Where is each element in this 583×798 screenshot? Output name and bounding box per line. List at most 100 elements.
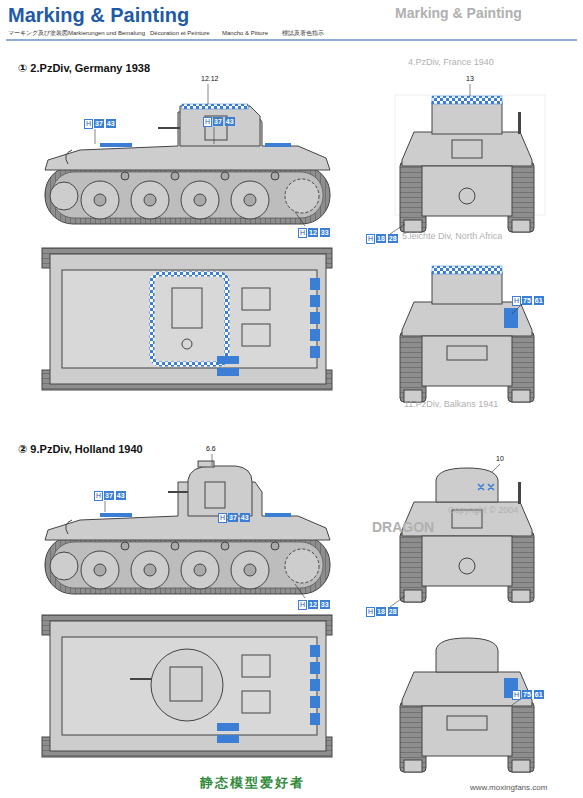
hub <box>144 194 156 206</box>
hull-top <box>62 637 317 735</box>
blue-tool <box>310 696 320 708</box>
road-wheel <box>231 181 269 219</box>
wheel <box>512 390 530 402</box>
engine-hatch <box>242 655 270 677</box>
blue-tool <box>504 308 518 328</box>
paint-number: 61 <box>534 690 544 699</box>
paint-code: H <box>298 600 307 610</box>
paint-code: H <box>366 607 375 617</box>
rhomboid-mark <box>478 484 494 490</box>
bleed-text: Marking & Painting <box>395 6 522 21</box>
paint-code: H <box>203 117 212 127</box>
paint-number: 37 <box>228 513 238 522</box>
paint-number: 37 <box>104 491 114 500</box>
hull <box>422 706 512 756</box>
front-view <box>400 266 534 402</box>
callout-number: 13 <box>465 75 475 83</box>
top-view <box>42 615 332 757</box>
paint-number: 37 <box>213 117 223 126</box>
cupola <box>198 461 214 467</box>
hub <box>244 564 256 576</box>
subtitle: Mancho & Pitture <box>222 30 268 37</box>
mg <box>168 491 188 493</box>
spring <box>66 520 72 534</box>
wheel <box>404 590 422 602</box>
bleed-text: 11.PzDiv, Balkans 1941 <box>404 400 498 410</box>
rear-view <box>400 96 534 232</box>
blue-tool <box>265 513 291 517</box>
return-roller <box>171 172 179 180</box>
leader-line <box>295 584 305 598</box>
paint-code: H <box>94 491 103 501</box>
mg <box>158 127 180 129</box>
leader-line <box>214 127 215 144</box>
blue-tool <box>310 713 320 725</box>
leader-line <box>492 464 500 472</box>
fender <box>402 672 532 706</box>
callout-number: 12.12 <box>200 75 220 83</box>
front-view <box>400 638 534 772</box>
blue-tool <box>217 356 239 364</box>
return-roller <box>121 172 129 180</box>
watermark: 静态模型爱好者 <box>200 776 305 790</box>
paint-number: 33 <box>320 228 330 237</box>
road-wheel <box>181 551 219 589</box>
blue-tool <box>310 346 320 358</box>
hatch <box>205 482 225 508</box>
road-wheel <box>81 181 119 219</box>
top-view <box>42 248 332 390</box>
paint-number: 33 <box>320 600 330 609</box>
turret <box>188 466 252 516</box>
callout-number: 10 <box>495 455 505 463</box>
paint-number: 18 <box>376 607 386 616</box>
paint-number: 75 <box>522 296 532 305</box>
paint-number: 28 <box>388 234 398 243</box>
paint-number: 18 <box>376 234 386 243</box>
subtitle: Markierungen und Bemalung <box>68 30 145 37</box>
exhaust <box>459 558 475 574</box>
plate <box>447 716 487 730</box>
checker-band <box>152 274 227 364</box>
paint-number: 61 <box>534 296 544 305</box>
blue-tool <box>100 513 132 517</box>
road-wheel <box>131 551 169 589</box>
hub <box>94 194 106 206</box>
paint-code: H <box>366 234 375 244</box>
turret <box>436 638 498 672</box>
checker-band <box>432 266 502 274</box>
paint-code: H <box>512 690 521 700</box>
blue-tool <box>217 723 239 731</box>
blue-tool <box>217 735 239 743</box>
blue-tool <box>217 368 239 376</box>
leader-line <box>95 129 96 144</box>
wheel <box>512 590 530 602</box>
paint-number: 75 <box>522 690 532 699</box>
engine-hatch <box>242 691 270 713</box>
return-roller <box>171 542 179 550</box>
paint-number: 37 <box>94 119 104 128</box>
hub <box>194 564 206 576</box>
paint-code: H <box>84 119 93 129</box>
leader-line <box>105 501 106 512</box>
blue-tool <box>265 143 291 147</box>
blue-tool <box>310 278 320 290</box>
wheel <box>512 760 530 772</box>
checker-band <box>432 96 502 104</box>
return-roller <box>271 542 279 550</box>
subtitle: Décoration et Peinture <box>150 30 210 37</box>
paint-number: 28 <box>388 607 398 616</box>
fender <box>402 302 532 336</box>
side-view <box>45 104 330 224</box>
bleed-text: Copyright © 2004 <box>448 506 518 516</box>
plate <box>447 346 487 360</box>
blue-tool <box>310 662 320 674</box>
hull <box>422 166 512 216</box>
blue-tool <box>310 645 320 657</box>
mg <box>130 678 151 680</box>
track <box>45 536 330 594</box>
paint-code: H <box>298 228 307 238</box>
paint-code: H <box>218 513 227 523</box>
leader-line <box>212 454 213 466</box>
subtitle: 標誌及著色指示 <box>282 30 324 37</box>
wheel <box>512 220 530 232</box>
